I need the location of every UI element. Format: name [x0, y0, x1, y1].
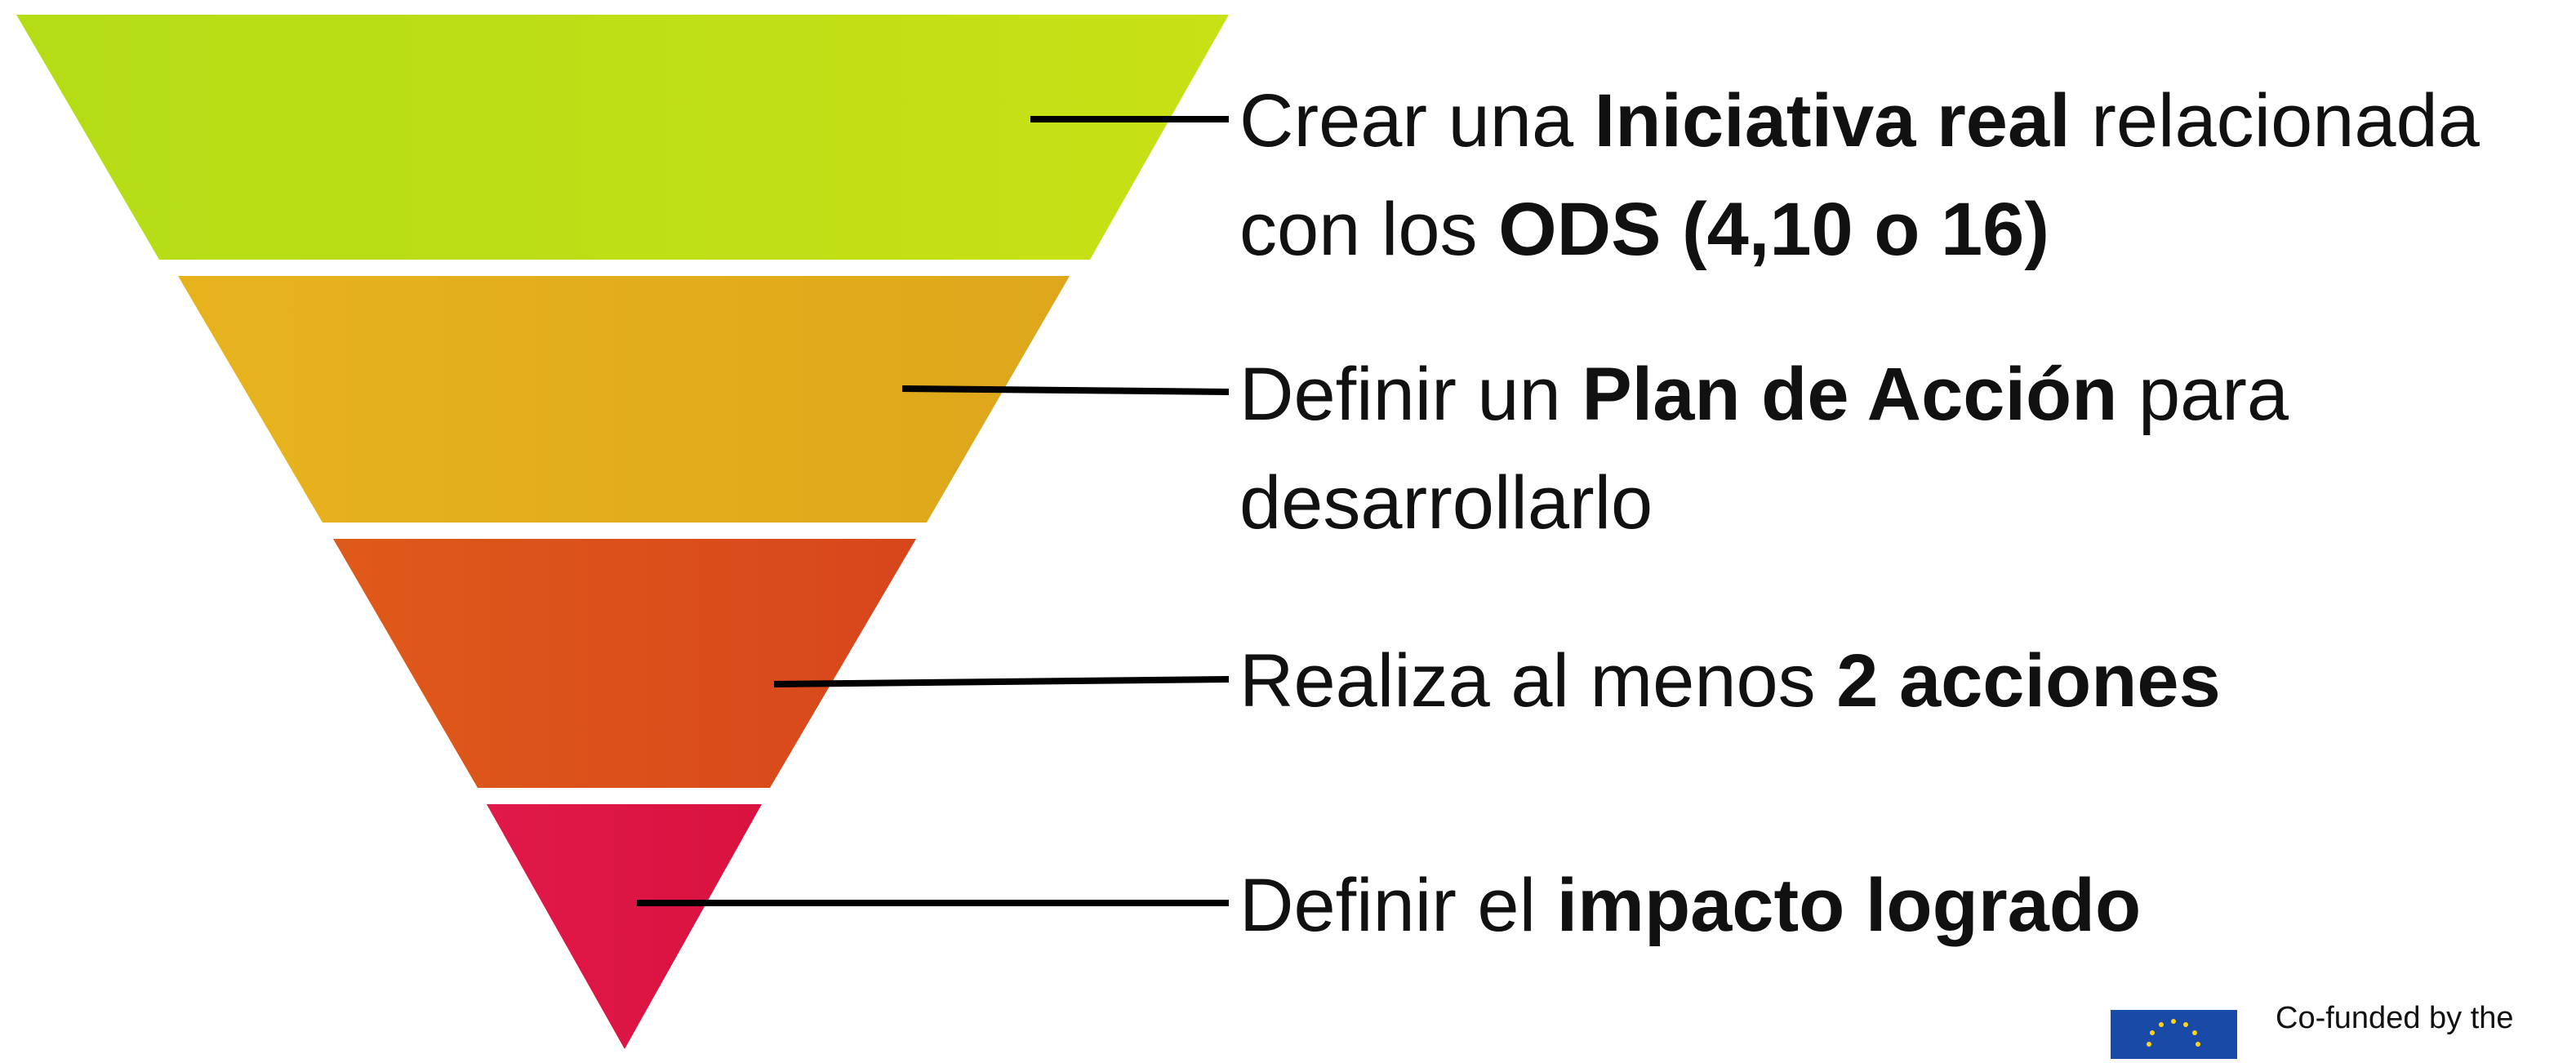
step-1-run-4: ODS (4,10 o 16) — [1498, 188, 2049, 271]
step-4-run-2: impacto logrado — [1556, 864, 2142, 947]
step-label-2: Definir un Plan de Acción para desarroll… — [1239, 340, 2464, 558]
step-label-1: Crear una Iniciativa real relacionada co… — [1239, 67, 2570, 284]
step-1-run-3: relacionada con los — [1239, 79, 2480, 271]
eu-cofunded-text: Co-funded by the — [2276, 1001, 2514, 1035]
connector-line-3 — [773, 676, 1230, 687]
step-3-run-1: Realiza al menos — [1239, 639, 1837, 723]
step-2-run-3: para desarrollarlo — [1239, 353, 2289, 545]
step-1-run-1: Crear una — [1239, 79, 1595, 162]
step-label-4: Definir el impacto logrado — [1239, 852, 2464, 960]
eu-flag-icon — [2111, 1010, 2237, 1059]
connector-line-2 — [901, 385, 1230, 395]
step-2-run-1: Definir un — [1239, 353, 1582, 436]
funnel-segment-3 — [333, 539, 916, 788]
step-3-run-2: 2 acciones — [1836, 639, 2221, 723]
step-2-run-2: Plan de Acción — [1582, 353, 2118, 436]
eu-cofunded-logo: Co-funded by the — [2111, 1000, 2576, 1059]
funnel-segment-4 — [487, 804, 762, 1049]
step-label-3: Realiza al menos 2 acciones — [1239, 627, 2464, 736]
funnel-segment-2 — [178, 276, 1070, 523]
funnel-segment-1 — [16, 15, 1229, 260]
step-1-run-2: Iniciativa real — [1594, 79, 2071, 162]
step-4-run-1: Definir el — [1239, 864, 1557, 947]
